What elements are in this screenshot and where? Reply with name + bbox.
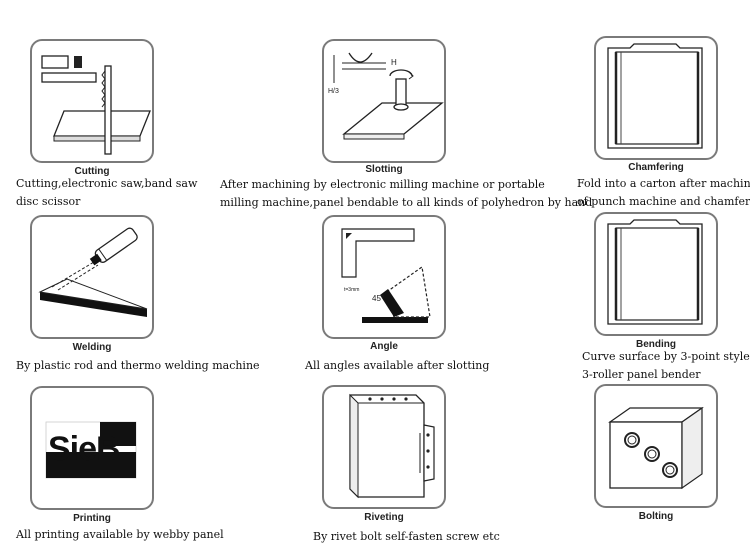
rivet-panel-icon <box>349 393 435 499</box>
thickness-label: t=3mm <box>344 287 359 293</box>
riveting-description-line-1: By rivet bolt self-fasten screw etc <box>313 530 500 543</box>
welding-tile <box>30 215 154 339</box>
bolting-title: Bolting <box>638 511 674 522</box>
chamfering-description-line-2: of punch machine and chamfer <box>577 195 750 208</box>
bending-description-line-2: 3-roller panel bender <box>582 368 701 381</box>
welding-title: Welding <box>72 342 112 353</box>
printing-tile: SieB <box>30 386 154 510</box>
printing-description-line-1: All printing available by webby panel <box>16 528 224 541</box>
chamfering-tile <box>594 36 718 160</box>
welding-torch-icon <box>38 227 148 317</box>
slotting-tile: H H/3 <box>322 39 446 163</box>
printing-title: Printing <box>73 513 111 524</box>
h-label: H <box>391 58 397 67</box>
cutting-description-line-1: Cutting,electronic saw,band saw <box>16 177 198 190</box>
angle-title: Angle <box>370 341 398 352</box>
bending-description-line-1: Curve surface by 3-point style <box>582 350 750 363</box>
chamfering-title: Chamfering <box>628 162 684 173</box>
bending-tile <box>594 212 718 336</box>
bending-title: Bending <box>636 339 676 350</box>
cutting-title: Cutting <box>74 166 110 177</box>
riveting-title: Riveting <box>364 512 404 523</box>
bolt-holes-icon <box>608 406 704 490</box>
slotting-title: Slotting <box>365 164 403 175</box>
riveting-tile <box>322 385 446 509</box>
printed-panel-icon: SieB <box>45 421 137 479</box>
slotting-description-line-2: milling machine,panel bendable to all ki… <box>220 196 593 209</box>
roller-bend-icon <box>607 219 703 325</box>
welding-description-line-1: By plastic rod and thermo welding machin… <box>16 359 260 372</box>
cutting-description-line-2: disc scissor <box>16 195 81 208</box>
cutting-tile <box>30 39 154 163</box>
h3-label: H/3 <box>328 88 339 95</box>
angle-45-label: 45° <box>372 294 384 303</box>
angle-fold-icon: 45° t=3mm <box>341 228 431 323</box>
printed-sample-text: SieB <box>48 430 120 468</box>
bolting-tile <box>594 384 718 508</box>
saw-cutting-icon <box>41 55 151 155</box>
carton-chamfer-icon <box>607 43 703 149</box>
chamfering-description-line-1: Fold into a carton after machining <box>577 177 750 190</box>
milling-slotting-icon: H H/3 <box>328 52 444 140</box>
angle-tile: 45° t=3mm <box>322 215 446 339</box>
angle-description-line-1: All angles available after slotting <box>305 359 490 372</box>
slotting-description-line-1: After machining by electronic milling ma… <box>220 178 545 191</box>
